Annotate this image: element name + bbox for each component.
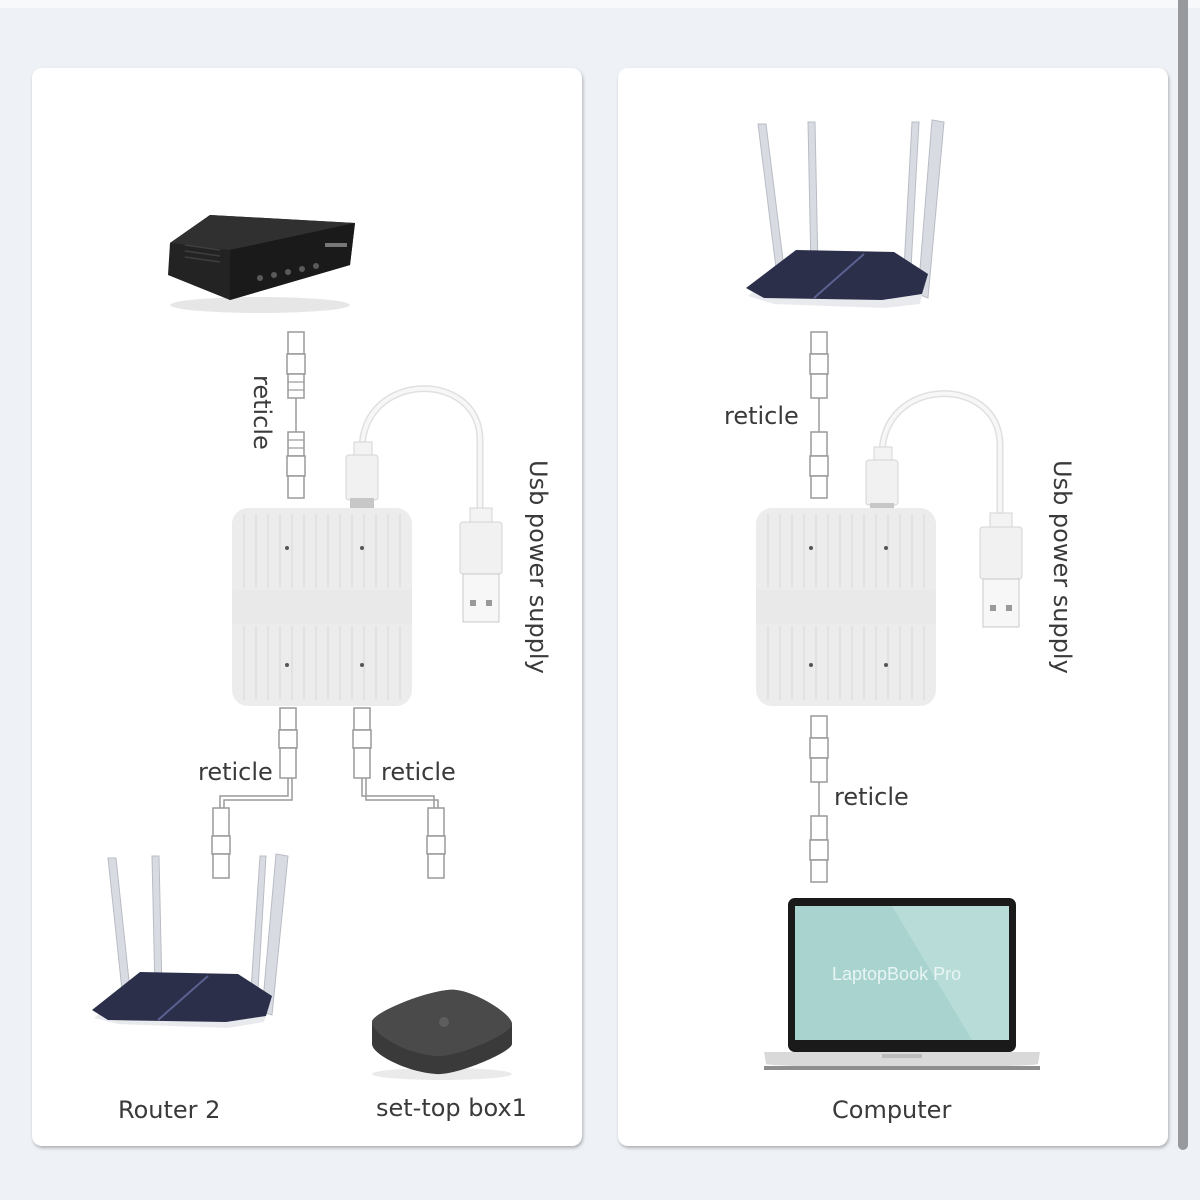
usb-power-cable-right-icon (865, 390, 1023, 628)
set-top-box-icon (372, 989, 512, 1080)
vertical-scrollbar[interactable] (1178, 0, 1188, 1150)
cable-top-right-icon (809, 331, 829, 499)
top-strip (0, 0, 1200, 8)
cable-label-bottom-right: reticle (834, 783, 909, 811)
computer-caption: Computer (832, 1096, 952, 1124)
router-right-icon (746, 119, 945, 308)
router-left-icon (92, 853, 289, 1028)
network-splitter-right-icon (756, 508, 936, 706)
usb-power-label-left: Usb power supply (524, 460, 552, 674)
cable-label-branch-left: reticle (198, 758, 273, 786)
modem-icon (168, 215, 355, 313)
cable-label-top-left: reticle (248, 375, 276, 450)
network-splitter-left-icon (232, 508, 412, 706)
set-top-box-caption: set-top box1 (376, 1094, 527, 1122)
cable-bottom-right-icon (809, 715, 829, 883)
usb-power-cable-left-icon (345, 385, 503, 623)
laptop-screen-title: LaptopBook Pro (832, 964, 962, 984)
cable-branch-left-icon (211, 707, 298, 879)
usb-power-label-right: Usb power supply (1048, 460, 1076, 674)
cable-top-left-icon (286, 331, 306, 499)
cable-label-top-right: reticle (724, 402, 799, 430)
laptop-icon: LaptopBook Pro (762, 896, 1042, 1072)
cable-branch-right-icon (352, 707, 446, 879)
router-2-caption: Router 2 (118, 1096, 221, 1124)
cable-label-branch-right: reticle (381, 758, 456, 786)
